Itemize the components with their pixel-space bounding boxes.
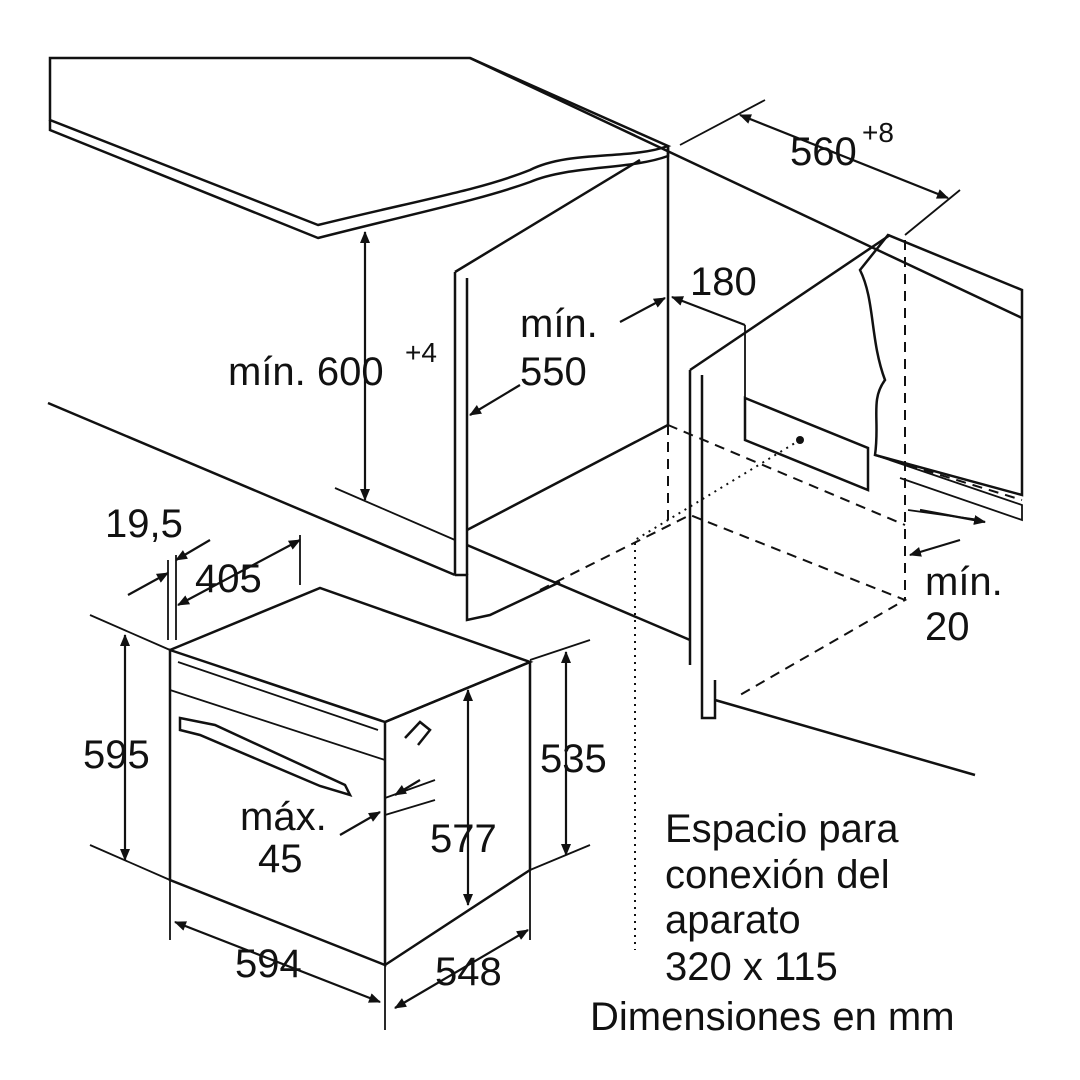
min-gap-value: 20 xyxy=(925,605,970,649)
countertop xyxy=(48,56,672,240)
offset-label: 180 xyxy=(690,260,757,304)
front-offset-label: 19,5 xyxy=(105,502,183,546)
max-value: 45 xyxy=(258,837,303,881)
connection-note-line: conexión del xyxy=(665,853,890,897)
min-gap-prefix: mín. xyxy=(925,560,1003,604)
units-note: Dimensiones en mm xyxy=(590,995,955,1039)
oven-height-label: 595 xyxy=(83,733,150,777)
oven-body-height-label: 535 xyxy=(540,737,607,781)
width-405-label: 405 xyxy=(195,557,262,601)
min-height-label: mín. 600 xyxy=(228,350,384,394)
niche-width-tolerance: +8 xyxy=(862,117,894,148)
connection-note-line: aparato xyxy=(665,898,801,942)
max-prefix: máx. xyxy=(240,795,327,839)
oven-depth-label: 548 xyxy=(435,950,502,994)
niche-width-label: 560 xyxy=(790,130,857,174)
oven xyxy=(168,586,534,967)
dimension-labels: 560 +8 180 mín. 550 mín. 600 +4 19,5 405… xyxy=(83,117,1003,1039)
connection-area xyxy=(743,396,870,492)
min-depth-value: 550 xyxy=(520,350,587,394)
dimension-arrows xyxy=(89,99,986,1030)
min-height-tolerance: +4 xyxy=(405,337,437,368)
connection-note-line: 320 x 115 xyxy=(665,945,838,989)
side-wall xyxy=(858,233,1024,522)
connection-note-line: Espacio para xyxy=(665,807,899,851)
min-depth-prefix: mín. xyxy=(520,302,598,346)
oven-inner-height-label: 577 xyxy=(430,817,497,861)
oven-width-label: 594 xyxy=(235,942,302,986)
cabinet xyxy=(47,56,1023,950)
